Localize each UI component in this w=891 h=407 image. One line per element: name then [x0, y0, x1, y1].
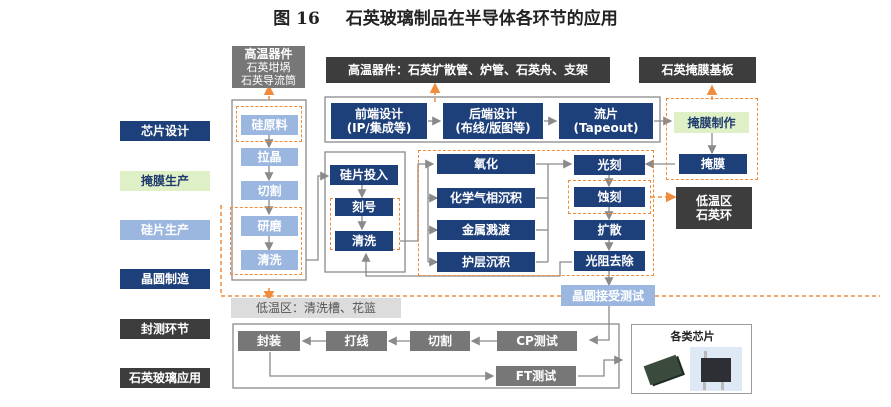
mask-box: 掩膜	[679, 154, 747, 174]
wafer-input-step: 硅片投入	[330, 165, 398, 185]
low-temp-quartz-ring-box: 低温区 石英环	[676, 187, 752, 229]
stage-label-wafer-manufacturing: 晶圆制造	[120, 269, 210, 289]
process-oxidation: 氧化	[437, 154, 535, 174]
quartz-mask-substrate-box: 石英掩膜基板	[639, 57, 756, 83]
high-temp-banner: 高温器件：石英扩散管、炉管、石英舟、支架	[326, 57, 610, 83]
wafer-dash-top	[236, 106, 302, 142]
chip-pin-top	[704, 351, 707, 359]
front-end-design-label: 前端设计	[354, 107, 403, 121]
chip-image-package-bg	[690, 347, 742, 391]
chip-pin-bottom-right	[721, 382, 724, 390]
mask-dash-region	[666, 98, 758, 180]
front-end-design-sub: (IP/集成等)	[346, 121, 412, 135]
process-passivation: 护层沉积	[437, 252, 535, 272]
chip-pin-bottom-left	[703, 382, 706, 390]
wafer-dash-bottom	[230, 207, 302, 275]
figure-title: 图 16 石英玻璃制品在半导体各环节的应用	[0, 4, 891, 29]
wafer-step-cleaning: 清洗	[241, 250, 298, 270]
mask-making-box: 掩膜制作	[674, 112, 749, 133]
low-temp-zone-label: 低温区	[695, 194, 732, 208]
stage-label-mask-production: 掩膜生产	[120, 171, 210, 191]
chip-image-bga	[643, 354, 683, 386]
stage-label-wafer-production: 硅片生产	[120, 220, 210, 240]
low-temp-bottom-label: 低温区：清洗槽、花篮	[231, 298, 401, 318]
wafer-acceptance-test-box: 晶圆接受测试	[561, 285, 655, 306]
tapeout-box: 流片 (Tapeout)	[559, 103, 653, 139]
high-temp-device-guide-tube: 石英导流筒	[241, 74, 296, 87]
tapeout-label: 流片	[593, 107, 618, 121]
process-etching: 蚀刻	[574, 187, 645, 207]
process-dash-frame	[418, 150, 654, 276]
chip-image-sot	[701, 358, 731, 382]
high-temp-devices-box: 高温器件 石英坩埚 石英导流筒	[232, 46, 305, 88]
wafer-cleaning-step: 清洗	[335, 231, 393, 251]
high-temp-devices-title: 高温器件	[244, 47, 293, 61]
process-lithography: 光刻	[574, 155, 645, 175]
figure-title-text: 石英玻璃制品在半导体各环节的应用	[345, 9, 618, 29]
stage-label-quartz-application: 石英玻璃应用	[120, 368, 210, 388]
back-end-design-sub: (布线/版图等)	[455, 121, 531, 135]
wafer-marking-step: 刻号	[335, 198, 393, 216]
quartz-ring-label: 石英环	[695, 208, 732, 222]
back-end-design-box: 后端设计 (布线/版图等)	[443, 103, 543, 139]
stage-label-package-test: 封测环节	[120, 319, 210, 339]
high-temp-device-crucible: 石英坩埚	[246, 61, 291, 74]
figure-number: 图 16	[273, 9, 320, 29]
etch-dash-box	[568, 180, 651, 214]
wafer-step-crystal-pulling: 拉晶	[241, 148, 298, 166]
process-resist-strip: 光阻去除	[574, 251, 645, 271]
process-metal-sputtering: 金属溅渡	[437, 220, 535, 240]
packaging-step-cp-test: CP测试	[497, 331, 577, 351]
wafer-step-cutting: 切割	[241, 181, 298, 200]
front-end-design-box: 前端设计 (IP/集成等)	[331, 103, 427, 139]
tapeout-sub: (Tapeout)	[573, 121, 639, 135]
ft-test-box: FT测试	[496, 366, 576, 386]
wafer-step-grinding: 研磨	[241, 216, 298, 236]
stage-label-chip-design: 芯片设计	[120, 121, 210, 141]
packaging-step-package: 封装	[238, 331, 300, 351]
various-chips-panel: 各类芯片	[631, 324, 752, 394]
process-cvd: 化学气相沉积	[437, 188, 535, 208]
wafer-step-raw-silicon: 硅原料	[241, 115, 298, 135]
back-end-design-label: 后端设计	[468, 107, 517, 121]
process-diffusion: 扩散	[574, 220, 645, 240]
packaging-step-wire-bond: 打线	[326, 331, 387, 351]
various-chips-label: 各类芯片	[670, 330, 715, 343]
packaging-step-dicing: 切割	[410, 331, 470, 351]
